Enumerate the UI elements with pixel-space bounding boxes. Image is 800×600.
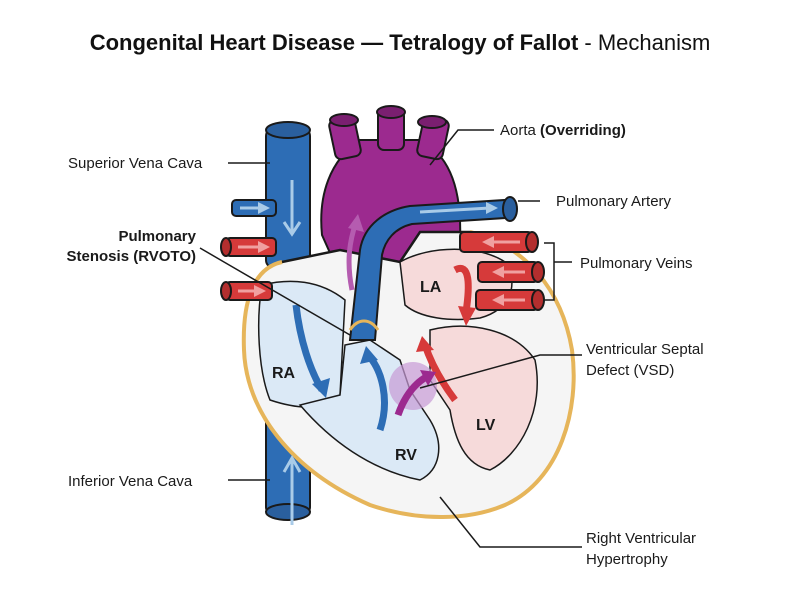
- title-sub: Mechanism: [597, 30, 711, 55]
- label-rvh-line1: Right Ventricular: [586, 530, 696, 547]
- label-vsd-line1: Ventricular Septal: [586, 341, 704, 358]
- label-aorta-text: Aorta: [500, 122, 540, 139]
- label-pulmonary-stenosis-line1: Pulmonary: [118, 228, 196, 245]
- page-title: Congenital Heart Disease — Tetralogy of …: [0, 30, 800, 56]
- title-separator: -: [578, 30, 598, 55]
- label-pulmonary-artery: Pulmonary Artery: [556, 193, 672, 210]
- title-main: Congenital Heart Disease — Tetralogy of …: [89, 30, 579, 55]
- label-pulmonary-veins: Pulmonary Veins: [580, 255, 693, 272]
- label-inferior-vena-cava: Inferior Vena Cava: [68, 473, 193, 490]
- label-pulmonary-stenosis-line2: Stenosis (RVOTO): [67, 248, 196, 265]
- label-superior-vena-cava: Superior Vena Cava: [68, 155, 203, 172]
- svc-flow-arrow: [282, 180, 302, 237]
- flow-arrows: [238, 180, 525, 525]
- la-to-lv-flow-arrow: [453, 264, 472, 313]
- pa-flow-arrow: [419, 206, 491, 214]
- left-ventricle-chamber: [429, 325, 538, 471]
- label-aorta-bold: (Overriding): [540, 122, 626, 139]
- myocardium-wall: [241, 230, 576, 519]
- chamber-lv-label: LV: [476, 417, 496, 434]
- label-rvh-line2: Hypertrophy: [586, 551, 668, 568]
- leader-lines: [199, 129, 582, 548]
- ivc-flow-arrow: [282, 454, 302, 525]
- chamber-rv-label: RV: [395, 447, 417, 464]
- label-aorta: Aorta (Overriding): [500, 122, 626, 139]
- pulmonary-artery-vessel: [348, 196, 518, 341]
- chamber-ra-label: RA: [272, 365, 296, 382]
- label-vsd-line2: Defect (VSD): [586, 362, 674, 379]
- chamber-la-label: LA: [420, 279, 442, 296]
